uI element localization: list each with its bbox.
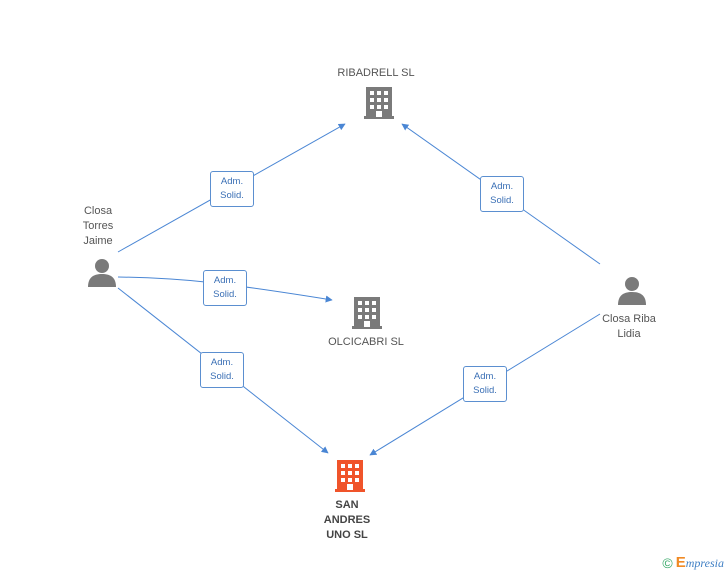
label-line: UNO SL [326, 529, 368, 541]
person-icon[interactable] [87, 258, 117, 288]
relationship-line: Adm. [490, 181, 514, 192]
relationship-line: Solid. [213, 289, 237, 300]
relationship-line: Adm. [213, 275, 237, 286]
building-icon[interactable] [364, 86, 394, 120]
relationship-line: Solid. [220, 190, 244, 201]
relationship-line: Solid. [473, 385, 497, 396]
building-focus-icon[interactable] [335, 459, 365, 493]
relationship-line: Adm. [210, 357, 234, 368]
relationship-badge[interactable]: Adm. Solid. [210, 171, 254, 207]
building-icon[interactable] [352, 296, 382, 330]
company-label-san-andres[interactable]: SAN ANDRES UNO SL [312, 498, 382, 543]
person-label-closa-torres[interactable]: Closa Torres Jaime [63, 204, 133, 249]
brand-footer: © Empresia [662, 553, 724, 573]
relationship-line: Solid. [210, 371, 234, 382]
label-line: Lidia [617, 328, 641, 340]
label-line: ANDRES [323, 514, 371, 526]
label-line: SAN [335, 499, 359, 511]
brand-logo[interactable]: Empresia [676, 554, 724, 572]
relationship-line: Adm. [220, 176, 244, 187]
label-line: Jaime [83, 235, 113, 247]
company-label-ribadrell[interactable]: RIBADRELL SL [337, 67, 415, 79]
copyright-icon: © [662, 555, 673, 571]
label-line: Closa [83, 205, 113, 217]
relationship-badge[interactable]: Adm. Solid. [200, 352, 244, 388]
relationship-line: Solid. [490, 195, 514, 206]
relationship-line: Adm. [473, 371, 497, 382]
brand-initial: E [675, 554, 686, 571]
person-label-closa-riba[interactable]: Closa Riba Lidia [594, 312, 664, 342]
brand-name: mpresia [685, 556, 724, 570]
company-label-olcicabri[interactable]: OLCICABRI SL [328, 336, 404, 348]
relationship-badge[interactable]: Adm. Solid. [480, 176, 524, 212]
label-line: Closa Riba [602, 313, 656, 325]
relationship-badge[interactable]: Adm. Solid. [463, 366, 507, 402]
person-icon[interactable] [617, 276, 647, 306]
relationship-badge[interactable]: Adm. Solid. [203, 270, 247, 306]
label-line: Torres [82, 220, 114, 232]
